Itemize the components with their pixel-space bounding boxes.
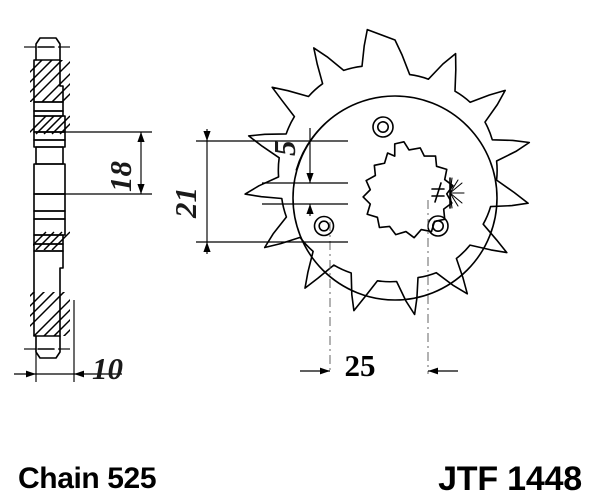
bolt-hole-lower-left bbox=[313, 215, 335, 237]
sprocket-teeth-outline bbox=[244, 28, 531, 316]
bolt-hole-lower-right bbox=[427, 215, 449, 237]
bolt-hole-top bbox=[372, 116, 394, 138]
splined-center-bore bbox=[362, 141, 454, 239]
dimension-25: 25 bbox=[300, 348, 458, 383]
front-face-view: 21 5 25 bbox=[168, 28, 531, 383]
dimension-10-label: 10 bbox=[92, 351, 123, 386]
section-band-center bbox=[33, 163, 66, 195]
dimension-5: 5 bbox=[262, 128, 348, 216]
surface-treatment-symbol bbox=[431, 177, 465, 209]
dimension-18: 18 bbox=[36, 131, 152, 195]
part-number-label: JTF 1448 bbox=[438, 460, 582, 498]
section-top-flange bbox=[30, 59, 70, 103]
section-bottom-flange bbox=[30, 250, 70, 337]
dimension-5-label: 5 bbox=[267, 141, 302, 157]
side-section-view: 18 10 bbox=[14, 37, 152, 386]
dimension-10: 10 bbox=[14, 300, 123, 386]
section-top-tooth bbox=[35, 37, 61, 61]
chain-size-label: Chain 525 bbox=[18, 462, 156, 495]
section-band-4 bbox=[33, 193, 66, 220]
sprocket-web-circle bbox=[292, 95, 498, 301]
section-bottom-tooth bbox=[35, 335, 61, 359]
dimension-25-label: 25 bbox=[345, 348, 376, 383]
section-band-1 bbox=[33, 101, 64, 117]
dimension-21: 21 bbox=[168, 129, 348, 254]
dimension-21-label: 21 bbox=[168, 187, 203, 219]
section-band-2 bbox=[30, 115, 70, 141]
section-band-3 bbox=[33, 139, 66, 165]
web-recess-arc bbox=[295, 111, 341, 171]
dimension-18-label: 18 bbox=[103, 161, 138, 193]
